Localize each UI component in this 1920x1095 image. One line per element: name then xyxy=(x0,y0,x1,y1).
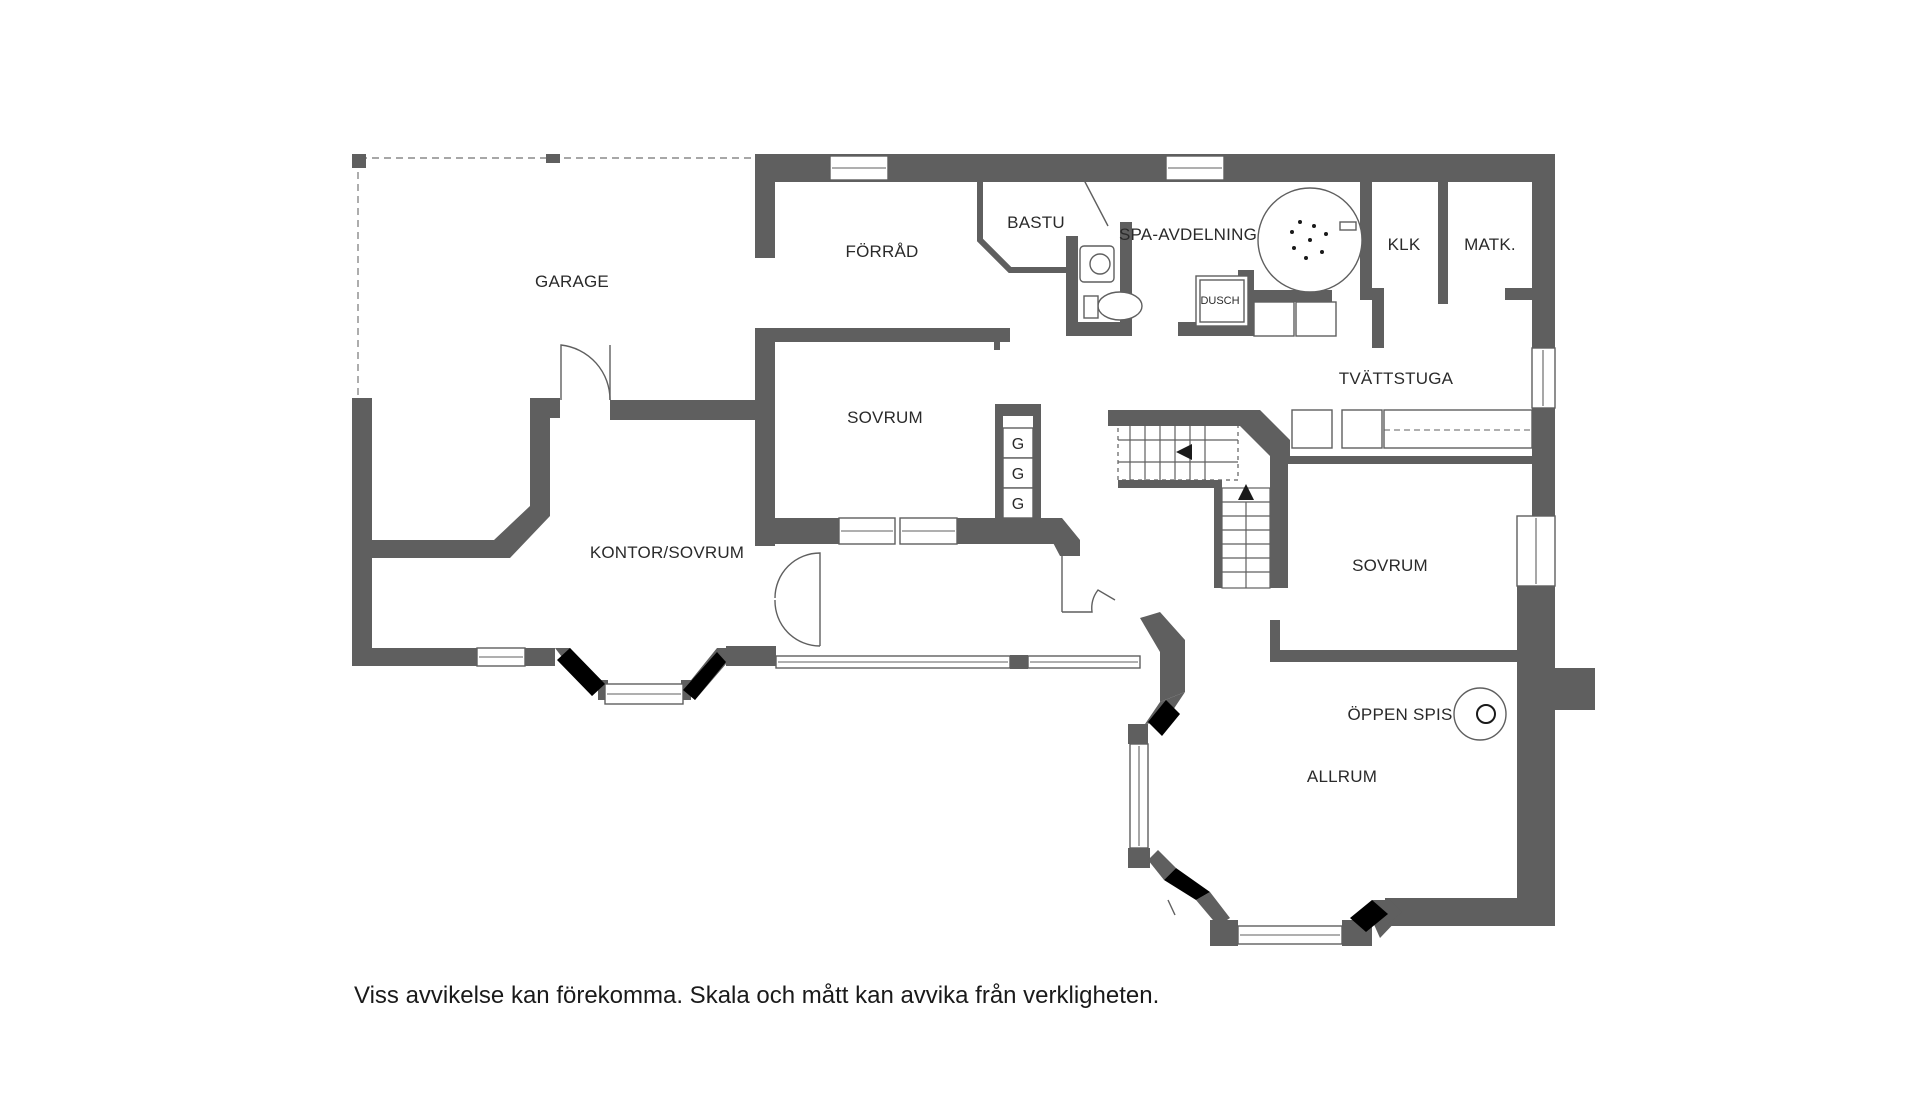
room-label-bastu: BASTU xyxy=(1007,213,1065,232)
toilet-icon xyxy=(1097,291,1143,321)
window-hall-strip-right xyxy=(1027,655,1141,669)
room-label-allrum: ALLRUM xyxy=(1307,767,1377,786)
fireplace-icon xyxy=(1453,687,1507,741)
door-kontor-double xyxy=(774,552,821,647)
walls xyxy=(352,154,1595,946)
room-label-forrad: FÖRRÅD xyxy=(846,242,919,261)
closet-label: G xyxy=(1012,496,1024,513)
door-hall-double xyxy=(1061,556,1116,613)
window-sovrum-left-1 xyxy=(838,517,896,545)
stairs xyxy=(1117,423,1271,589)
window-sovrum-right xyxy=(1516,515,1556,587)
window-allrum-bay-upper xyxy=(1148,700,1180,736)
fixtures xyxy=(1079,179,1533,741)
window-kontor-bay-center xyxy=(604,683,684,705)
window-allrum-bay-lower-left xyxy=(1164,868,1210,900)
window-spa xyxy=(1165,155,1225,181)
window-allrum-bay-lower-right xyxy=(1350,900,1388,932)
disclaimer-text: Viss avvikelse kan förekomma. Skala och … xyxy=(354,982,1160,1009)
garage-outline xyxy=(352,154,755,398)
room-labels: GARAGE FÖRRÅD BASTU SPA-AVDELNING DUSCH … xyxy=(535,213,1516,786)
room-label-sovrum-left: SOVRUM xyxy=(847,408,923,427)
room-label-spa: SPA-AVDELNING xyxy=(1119,225,1257,244)
window-kontor-left xyxy=(476,647,526,667)
arrow-left-icon xyxy=(1176,444,1192,460)
closet-label: G xyxy=(1012,436,1024,453)
dryer-icon xyxy=(1341,409,1383,449)
room-label-kontor: KONTOR/SOVRUM xyxy=(590,543,744,562)
windows xyxy=(476,155,1556,945)
window-allrum-bay-bottom xyxy=(1237,925,1343,945)
room-label-matk: MATK. xyxy=(1464,235,1516,254)
room-label-dusch: DUSCH xyxy=(1200,295,1239,307)
window-tvattstuga xyxy=(1531,347,1556,409)
closet-label: G xyxy=(1012,466,1024,483)
window-sovrum-left-2 xyxy=(899,517,958,545)
room-label-oppen-spis: ÖPPEN SPIS xyxy=(1348,705,1453,724)
room-label-tvattstuga: TVÄTTSTUGA xyxy=(1339,369,1454,388)
window-kontor-bay-right xyxy=(683,652,726,700)
washer-icon xyxy=(1291,409,1333,449)
room-label-sovrum-right: SOVRUM xyxy=(1352,556,1428,575)
arrow-up-icon xyxy=(1238,484,1254,500)
closets: G G G xyxy=(1002,427,1034,519)
window-kontor-bay-left xyxy=(557,648,605,696)
window-forrad xyxy=(829,155,889,181)
window-hall-strip-left xyxy=(775,655,1011,669)
window-allrum-bay-left xyxy=(1129,743,1149,849)
door-garage xyxy=(560,344,611,401)
room-label-garage: GARAGE xyxy=(535,272,609,291)
doors xyxy=(560,344,1176,916)
room-label-klk: KLK xyxy=(1388,235,1421,254)
